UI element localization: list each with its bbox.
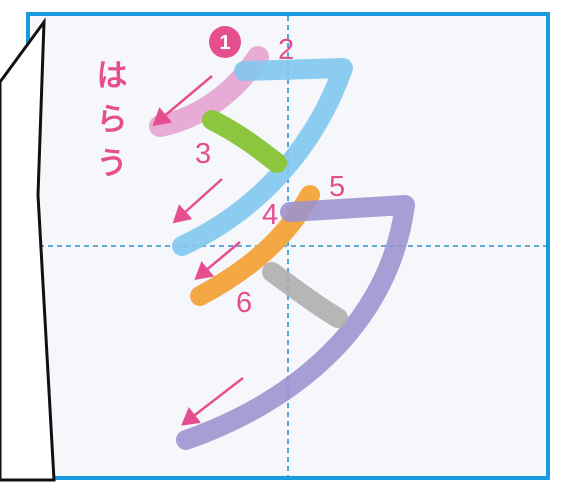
stroke-number-6: 6 bbox=[236, 287, 252, 319]
stroke-number-1: 1 bbox=[219, 32, 230, 54]
stroke-number-2: 2 bbox=[278, 34, 294, 66]
stroke-number-3: 3 bbox=[195, 138, 211, 170]
stroke-number-4: 4 bbox=[262, 199, 278, 231]
harau-label: はらう bbox=[97, 58, 128, 182]
stroke-number-5: 5 bbox=[329, 171, 345, 203]
